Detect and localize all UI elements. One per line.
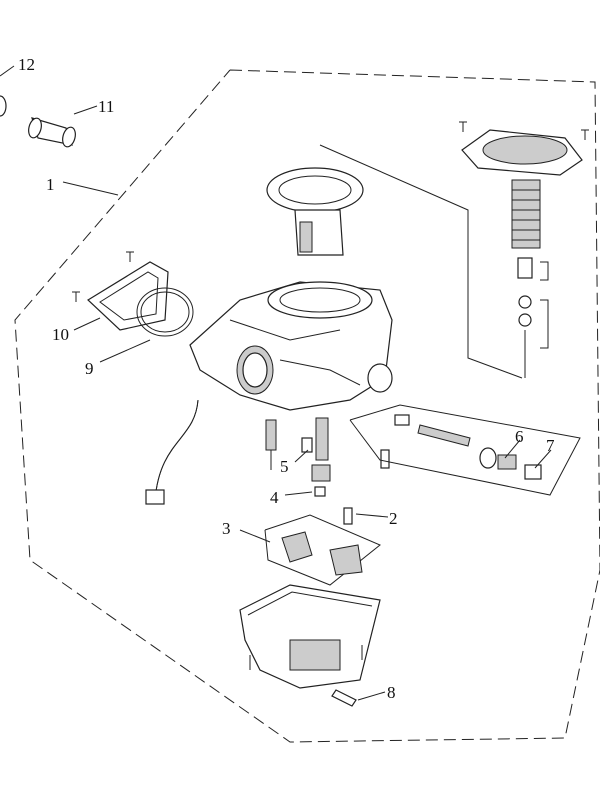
part-12-ring [0,95,7,117]
callout-11: 11 [98,97,114,116]
callout-1: 1 [46,175,55,194]
diaphragm-slide [266,167,364,256]
callout-7: 7 [546,436,555,455]
pilot-screw-assembly [349,404,581,496]
part-3-float [281,531,363,576]
callout-5: 5 [280,457,289,476]
callout-9: 9 [85,359,94,378]
assembly-boundary [14,69,600,743]
part-2-pin [343,507,353,525]
callout-4: 4 [270,488,279,507]
callout-8: 8 [387,683,396,702]
leader-lines [0,65,552,701]
screws [72,121,589,302]
callout-3: 3 [222,519,231,538]
top-cap [461,129,583,378]
callout-6: 6 [515,427,524,446]
callout-10: 10 [52,325,69,344]
part-11-tube [28,117,76,148]
callout-12: 12 [18,55,35,74]
float-bowl [239,584,381,707]
carburetor-body [189,281,393,411]
jets [265,417,390,497]
part-9-oring [136,287,194,337]
callout-2: 2 [389,509,398,528]
vent-hose [154,399,199,501]
part-10-gasket [87,261,169,331]
